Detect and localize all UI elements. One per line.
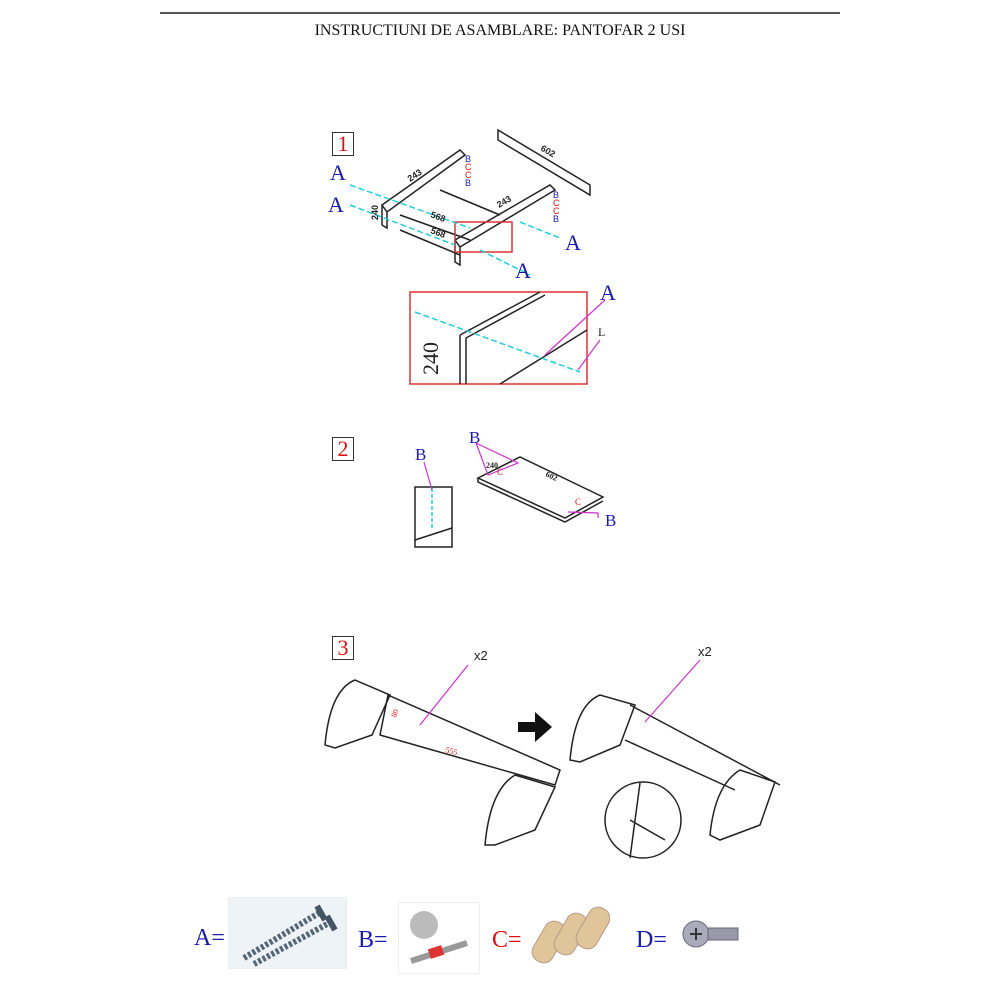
- dim: 568: [429, 209, 447, 224]
- legend-label-a: A=: [194, 925, 225, 951]
- legend-label-b: B=: [358, 927, 388, 953]
- step-1-diagram: [380, 128, 591, 385]
- cam-lock-b-image: [398, 902, 480, 974]
- header-rule: [160, 12, 840, 14]
- svg-text:x2: x2: [698, 644, 712, 659]
- label-a: A: [330, 160, 346, 185]
- step-3-diagram: [324, 679, 781, 859]
- svg-text:B: B: [465, 178, 471, 188]
- svg-text:C: C: [553, 206, 560, 216]
- document-title: INSTRUCTIUNI DE ASAMBLARE: PANTOFAR 2 US…: [314, 22, 686, 39]
- screw-a-image: [228, 897, 347, 969]
- svg-text:80: 80: [389, 708, 400, 719]
- svg-text:C: C: [553, 198, 560, 208]
- svg-text:B: B: [553, 190, 559, 200]
- svg-text:602: 602: [544, 470, 559, 483]
- svg-text:B: B: [553, 214, 559, 224]
- dim: 243: [406, 167, 424, 184]
- svg-text:555: 555: [444, 745, 458, 757]
- legend-label-c: C=: [492, 927, 522, 953]
- step-2-number: 2: [332, 437, 354, 461]
- svg-text:B: B: [465, 154, 471, 164]
- svg-text:x2: x2: [474, 648, 488, 663]
- dim: 568: [429, 225, 447, 240]
- svg-text:C: C: [465, 162, 472, 172]
- svg-text:C: C: [465, 170, 472, 180]
- step-1-number: 1: [332, 132, 354, 156]
- svg-text:B: B: [469, 428, 480, 447]
- svg-text:240: 240: [486, 461, 498, 470]
- label-a: A: [515, 258, 531, 283]
- dowel-c-image: [530, 902, 610, 964]
- label-a: A: [565, 230, 581, 255]
- step-3-number: 3: [332, 636, 354, 660]
- legend-label-d: D=: [636, 927, 667, 953]
- detail-dim: 240: [418, 342, 443, 375]
- svg-text:B: B: [415, 445, 426, 464]
- svg-text:C: C: [497, 467, 503, 477]
- dim: 240: [370, 205, 380, 220]
- svg-text:B: B: [605, 511, 616, 530]
- svg-text:C: C: [575, 497, 581, 507]
- screw-d-image: [680, 912, 745, 957]
- detail-label-a: A: [600, 280, 616, 305]
- detail-label-l: L: [598, 325, 605, 339]
- label-a: A: [328, 192, 344, 217]
- step-2-diagram: [414, 456, 605, 548]
